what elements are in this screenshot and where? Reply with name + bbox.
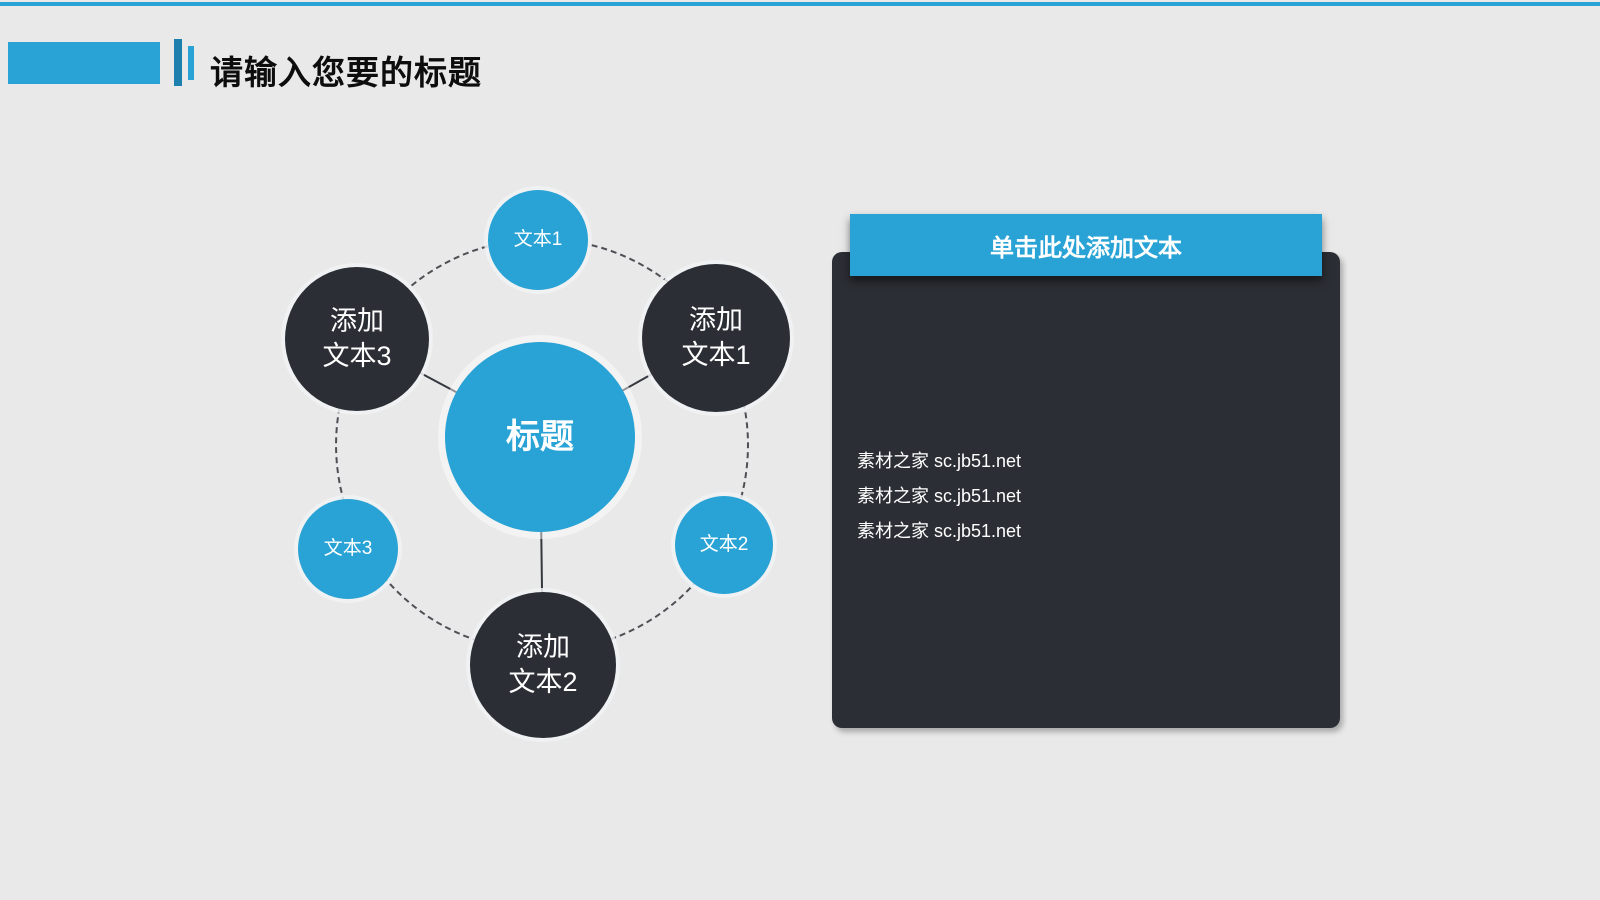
node-add-text2-label: 添加 文本2 [508,631,578,697]
node-text3[interactable]: 文本3 [298,499,398,599]
text-panel-body: 素材之家 sc.jb51.net 素材之家 sc.jb51.net 素材之家 s… [857,444,1021,549]
text-panel-header[interactable]: 单击此处添加文本 [850,214,1322,276]
node-add-text3[interactable]: 添加 文本3 [285,267,429,411]
node-add-text1-label: 添加 文本1 [681,304,751,370]
node-add-text1[interactable]: 添加 文本1 [642,264,790,412]
header-accent-block [8,42,160,84]
node-text2-label: 文本2 [699,533,749,555]
header-accent-bar-short [188,46,194,80]
page-title: 请输入您要的标题 [210,56,482,92]
node-title-center-label: 标题 [506,417,574,456]
node-title-center[interactable]: 标题 [445,342,635,532]
text-panel-line: 素材之家 sc.jb51.net [857,451,1022,471]
node-text3-label: 文本3 [323,537,373,559]
text-panel-header-label: 单击此处添加文本 [990,234,1182,262]
node-text1-label: 文本1 [513,228,563,250]
header-accent-bar-tall [174,39,182,86]
text-panel-line: 素材之家 sc.jb51.net [857,486,1022,506]
node-text1[interactable]: 文本1 [488,190,588,290]
text-panel[interactable] [832,252,1340,728]
node-add-text3-label: 添加 文本3 [322,305,392,371]
text-panel-line: 素材之家 sc.jb51.net [857,521,1022,541]
node-add-text2[interactable]: 添加 文本2 [470,592,616,738]
top-accent-line [0,2,1600,6]
node-text2[interactable]: 文本2 [675,496,773,594]
